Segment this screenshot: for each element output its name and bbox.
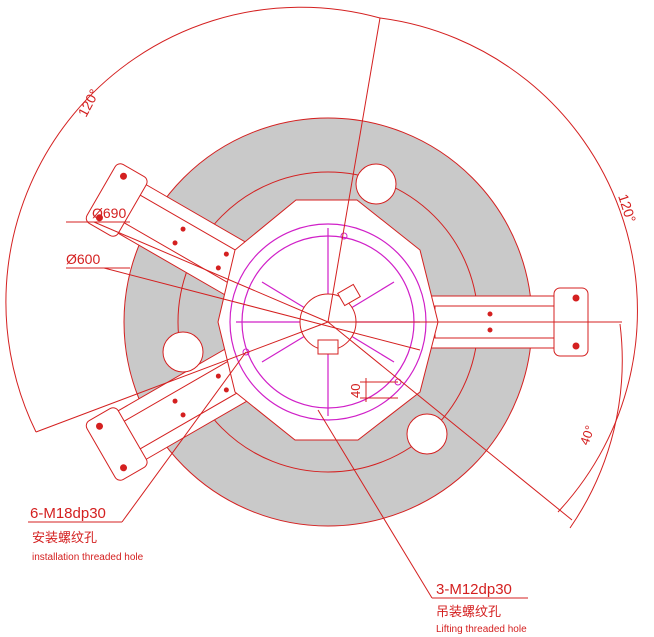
lobe-left — [162, 331, 204, 373]
label-lift-code: 3-M12dp30 — [436, 581, 512, 598]
label-angle-small: 40° — [577, 423, 598, 447]
radial-left — [35, 321, 329, 433]
label-lift-cn: 吊装螺纹孔 — [436, 605, 501, 620]
leader-600 — [103, 267, 421, 351]
label-install-cn: 安装螺纹孔 — [32, 531, 97, 546]
mount-lobes — [162, 163, 448, 455]
lobe-bottom-right — [406, 413, 448, 455]
hub-key-bottom — [317, 339, 339, 355]
radial-lower-right — [327, 321, 573, 521]
leader-lift — [317, 409, 433, 599]
label-diameter-690: Ø690 — [92, 205, 126, 221]
leader-install — [121, 351, 247, 523]
dimension-lines — [5, 6, 638, 599]
lobe-top-right — [355, 163, 397, 205]
arc-40 — [569, 323, 623, 529]
leader-690 — [93, 221, 329, 323]
label-install-en: installation threaded hole — [32, 552, 144, 563]
lifting-hole-1 — [340, 232, 348, 240]
label-install-code: 6-M18dp30 — [30, 505, 106, 522]
label-diameter-600: Ø600 — [66, 251, 100, 267]
radial-top — [327, 17, 381, 323]
hub-key-top — [337, 283, 361, 307]
label-angle-top: 120° — [75, 86, 103, 119]
label-offset-40: 40 — [348, 384, 363, 398]
arc-120-right — [379, 17, 638, 513]
label-lift-en: Lifting threaded hole — [436, 624, 527, 635]
arc-120-top — [5, 6, 381, 433]
